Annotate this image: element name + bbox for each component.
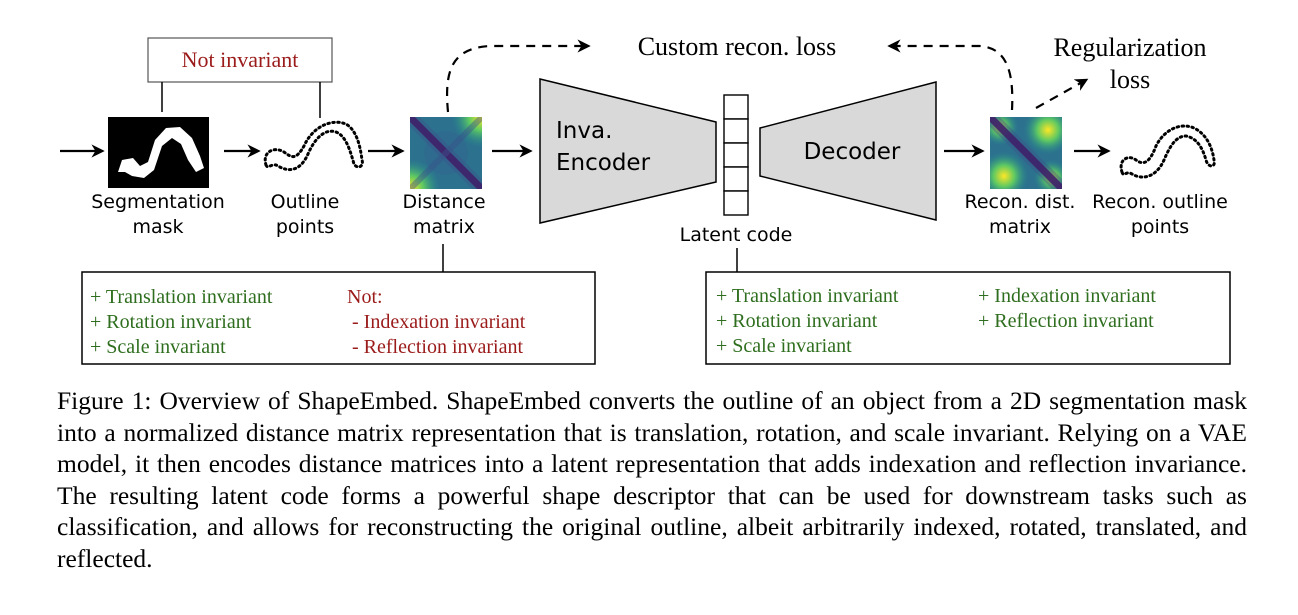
recon-dist-matrix-label-2: matrix bbox=[989, 216, 1051, 238]
right-col2-2: + Reflection invariant bbox=[978, 310, 1154, 332]
encoder-label-2: Encoder bbox=[556, 150, 651, 176]
recon-distance-matrix-image bbox=[990, 117, 1062, 189]
segmentation-mask-label-2: mask bbox=[132, 216, 183, 238]
regularization-loss-label-1: Regularization bbox=[1053, 33, 1206, 62]
dashed-arrow-recon-to-loss bbox=[887, 39, 1014, 111]
shapeembed-diagram: Not invariant Segmentation mask Outline … bbox=[60, 32, 1231, 365]
encoder-block bbox=[539, 78, 717, 224]
latent-code-vector bbox=[723, 94, 749, 216]
right-col1-1: + Translation invariant bbox=[716, 285, 899, 307]
left-invariant-1: + Translation invariant bbox=[90, 286, 273, 308]
left-invariant-2: + Rotation invariant bbox=[90, 311, 252, 333]
left-not-invariant-1: - Indexation invariant bbox=[352, 311, 526, 333]
right-col2-1: + Indexation invariant bbox=[978, 285, 1156, 307]
latent-code-label: Latent code bbox=[680, 224, 793, 246]
outline-points-drawing bbox=[263, 120, 364, 172]
regularization-loss-label-2: loss bbox=[1110, 65, 1150, 94]
right-col1-2: + Rotation invariant bbox=[716, 310, 878, 332]
recon-outline-label-2: points bbox=[1131, 216, 1189, 238]
right-col1-3: + Scale invariant bbox=[716, 335, 852, 357]
distance-matrix-label-2: matrix bbox=[413, 216, 475, 238]
dashed-arrow-matrix-to-loss bbox=[446, 39, 591, 113]
distance-matrix-label-1: Distance bbox=[402, 191, 485, 213]
recon-dist-matrix-label-1: Recon. dist. bbox=[965, 191, 1076, 213]
caption-label: Figure 1: bbox=[57, 386, 152, 415]
decoder-label: Decoder bbox=[804, 139, 901, 165]
segmentation-mask-label-1: Segmentation bbox=[91, 191, 225, 213]
not-invariant-label: Not invariant bbox=[182, 47, 299, 72]
encoder-label-1: Inva. bbox=[556, 118, 612, 144]
segmentation-mask-image bbox=[108, 117, 209, 188]
latent-code-properties-box: + Translation invariant + Rotation invar… bbox=[705, 271, 1231, 365]
distance-matrix-image bbox=[410, 117, 482, 189]
figure-caption: Figure 1: Overview of ShapeEmbed. ShapeE… bbox=[57, 385, 1247, 574]
caption-text: Overview of ShapeEmbed. ShapeEmbed conve… bbox=[57, 386, 1247, 573]
dashed-arrow-to-regularization bbox=[1035, 78, 1089, 109]
distance-matrix-properties-box: + Translation invariant + Rotation invar… bbox=[81, 271, 596, 365]
recon-outline-points-drawing bbox=[1119, 124, 1216, 179]
custom-recon-loss-label: Custom recon. loss bbox=[638, 32, 837, 61]
decoder-block bbox=[759, 81, 937, 221]
outline-points-label-2: points bbox=[276, 216, 334, 238]
left-invariant-3: + Scale invariant bbox=[90, 336, 226, 358]
recon-outline-label-1: Recon. outline bbox=[1092, 191, 1228, 213]
left-not-invariant-2: - Reflection invariant bbox=[352, 336, 523, 358]
left-not-header: Not: bbox=[347, 286, 383, 308]
not-invariant-callout: Not invariant bbox=[147, 37, 333, 118]
outline-points-label-1: Outline bbox=[271, 191, 340, 213]
